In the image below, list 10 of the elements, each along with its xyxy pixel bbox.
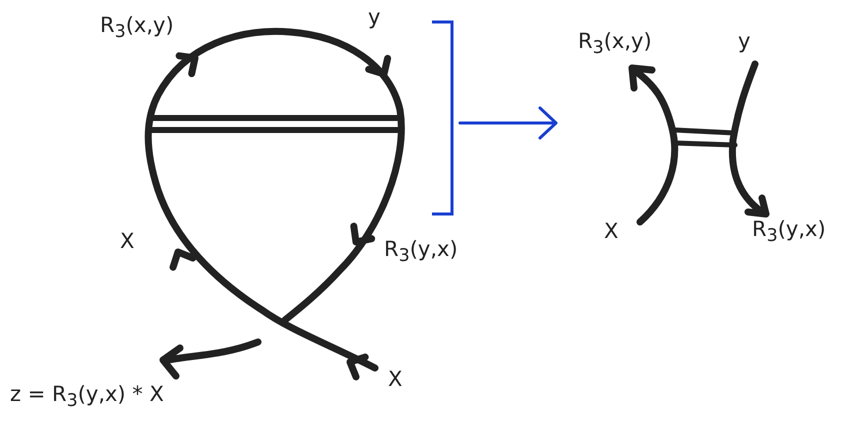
math-label: z = R$_{3}$(y,x) * X [10,383,164,412]
math-label: R$_{3}$(x,y) [100,14,174,42]
math-label: X [604,220,618,244]
math-label: R$_{3}$(y,x) [384,238,458,266]
math-label: y [738,30,750,54]
math-label: R$_{3}$(y,x) [752,218,826,246]
math-label: X [388,368,402,392]
math-label: R$_{3}$(x,y) [578,30,652,58]
math-label: y [368,6,380,30]
math-label: X [120,230,134,254]
